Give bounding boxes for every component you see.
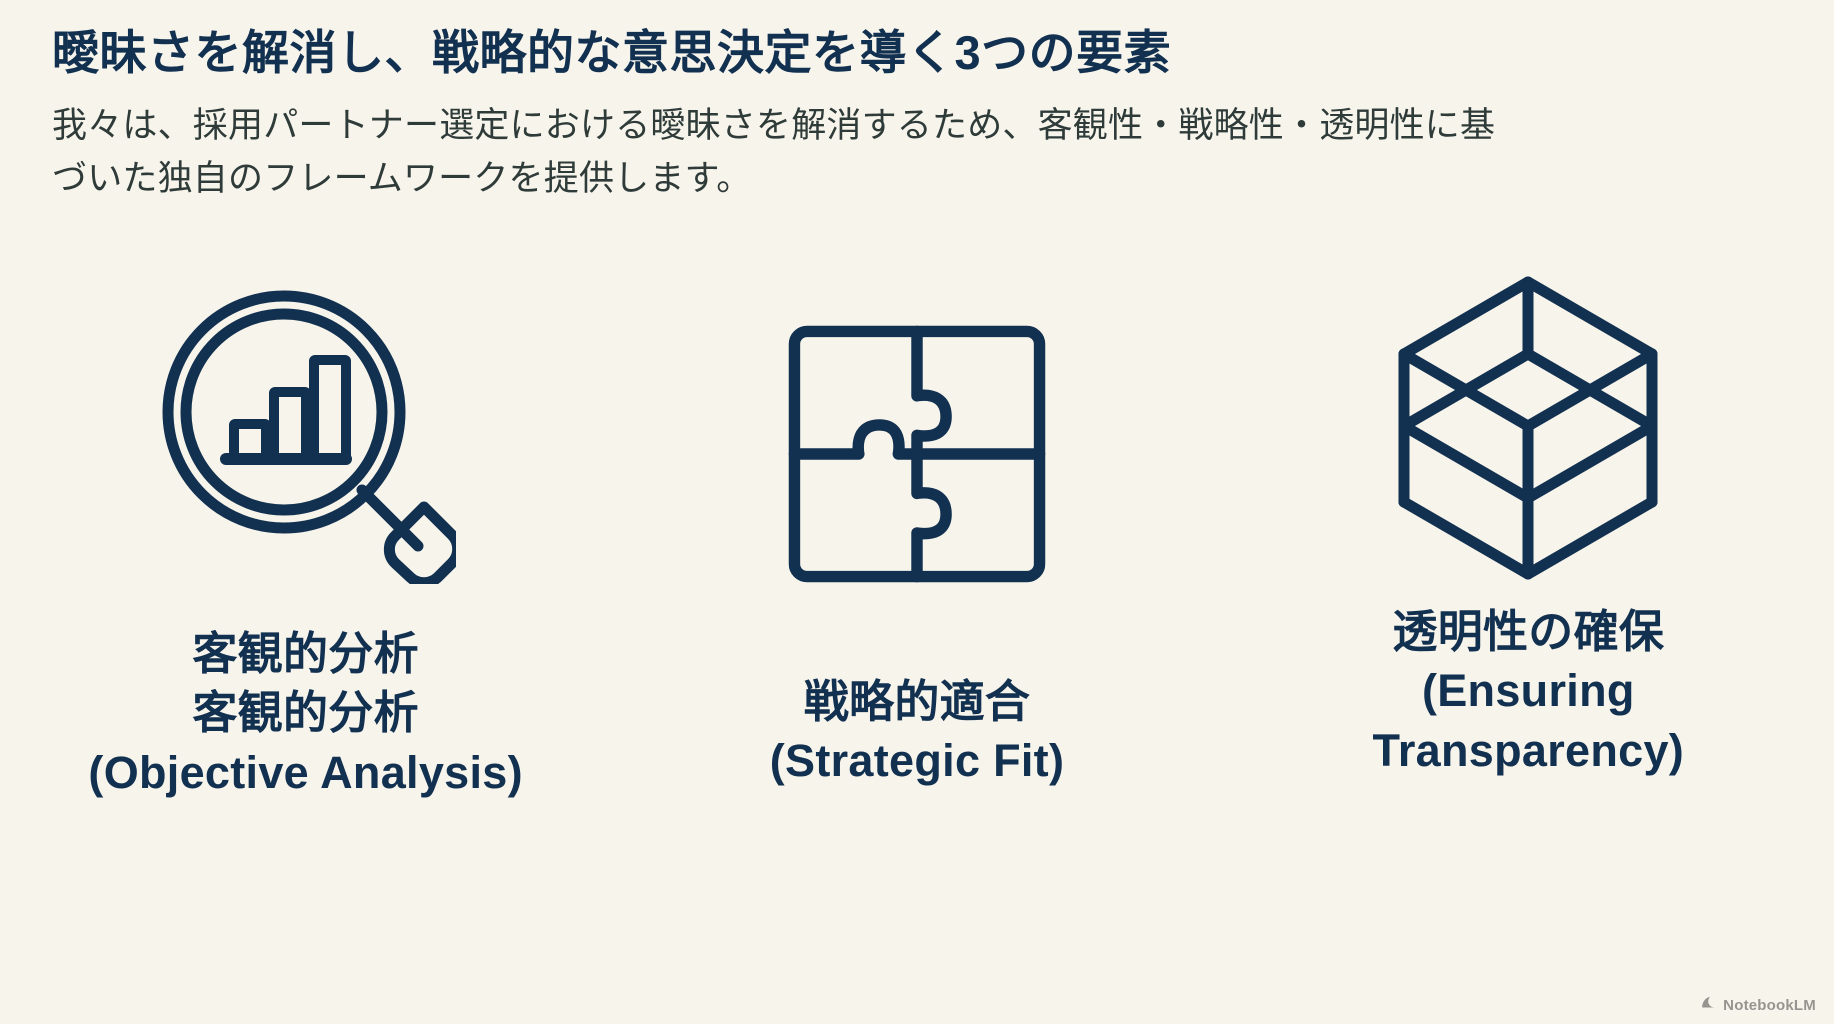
page-subtitle: 我々は、採用パートナー選定における曖昧さを解消するため、客観性・戦略性・透明性に… [52, 105, 1496, 198]
feature-card-strategic-fit: 戦略的適合 (Strategic Fit) [637, 268, 1197, 791]
feature-columns: 客観的分析 客観的分析 (Objective Analysis) 戦略的適合 (… [0, 268, 1834, 802]
transparent-cube-icon [1378, 268, 1678, 588]
feature-card-label: 客観的分析 客観的分析 (Objective Analysis) [88, 628, 523, 798]
notebooklm-logo-icon [1700, 994, 1717, 1016]
notebooklm-watermark: NotebookLM [1700, 994, 1816, 1016]
feature-card-ensuring-transparency: 透明性の確保 (Ensuring Transparency) [1248, 268, 1808, 780]
feature-card-label: 透明性の確保 (Ensuring Transparency) [1372, 606, 1685, 776]
slide-header: 曖昧さを解消し、戦略的な意思決定を導く3つの要素 我々は、採用パートナー選定にお… [52, 24, 1792, 205]
page-title: 曖昧さを解消し、戦略的な意思決定を導く3つの要素 [52, 26, 1172, 79]
magnifier-bar-chart-icon [156, 274, 456, 594]
notebooklm-watermark-label: NotebookLM [1723, 996, 1816, 1014]
feature-card-label: 戦略的適合 (Strategic Fit) [769, 676, 1065, 787]
feature-card-objective-analysis: 客観的分析 客観的分析 (Objective Analysis) [26, 268, 586, 802]
puzzle-pieces-icon [782, 294, 1052, 614]
